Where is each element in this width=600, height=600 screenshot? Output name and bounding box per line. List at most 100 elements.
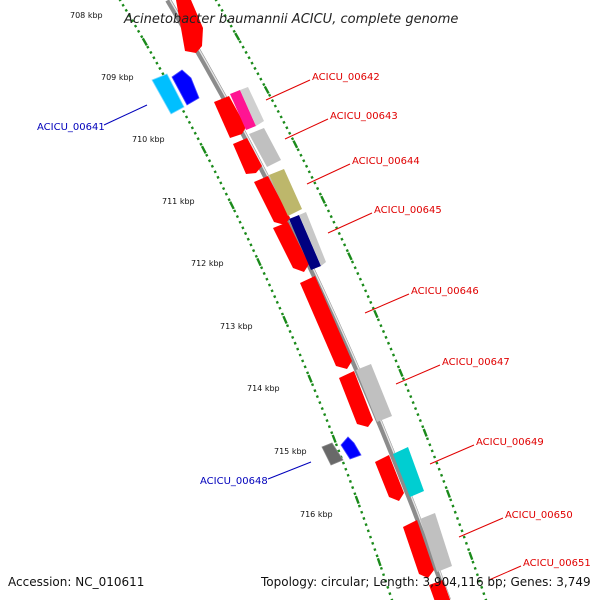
inner-minor-tick [140, 35, 144, 39]
outer-minor-tick [285, 126, 289, 130]
outer-major-tick [373, 309, 379, 319]
inner-minor-tick [341, 461, 346, 465]
gene-label-ACICU_00646[interactable]: ACICU_00646 [411, 286, 479, 297]
outer-minor-tick [316, 186, 320, 191]
inner-minor-tick [270, 289, 274, 293]
gene-block-ACICU_00642[interactable] [214, 87, 264, 138]
outer-minor-tick [276, 109, 280, 114]
kbp-label-716: 716 kbp [300, 510, 333, 519]
outer-minor-tick [369, 300, 373, 304]
outer-minor-tick [262, 82, 266, 87]
map-layer: 708 kbp 709 kbp 710 kbp 711 kbp 712 kbp … [70, 0, 488, 600]
gene-label-ACICU_00649[interactable]: ACICU_00649 [476, 437, 544, 448]
callout-lines [103, 79, 522, 581]
gene-label-ACICU_00645[interactable]: ACICU_00645 [374, 205, 442, 216]
gene-label-ACICU_00642[interactable]: ACICU_00642 [312, 72, 380, 83]
gene-block-ACICU_00644[interactable] [254, 169, 302, 225]
outer-minor-tick [444, 485, 448, 490]
callout-ACICU_00641 [103, 104, 148, 126]
inner-minor-tick [187, 120, 192, 124]
outer-minor-tick [389, 347, 393, 351]
feature-blue [171, 69, 200, 106]
gene-label-ACICU_00648[interactable]: ACICU_00648 [200, 476, 268, 487]
inner-minor-tick [210, 164, 214, 168]
inner-minor-tick [313, 389, 317, 393]
feature-red [339, 371, 373, 427]
inner-minor-tick [386, 585, 390, 589]
outer-major-tick [234, 32, 241, 41]
inner-minor-tick [330, 431, 334, 435]
gene-label-ACICU_00641[interactable]: ACICU_00641 [37, 122, 105, 133]
outer-major-tick [292, 140, 299, 149]
outer-minor-tick [478, 579, 482, 583]
outer-minor-tick [396, 365, 401, 369]
gene-label-ACICU_00647[interactable]: ACICU_00647 [442, 357, 510, 368]
kbp-label-715: 715 kbp [274, 447, 307, 456]
gene-block-ACICU_00643[interactable] [233, 128, 281, 174]
outer-minor-tick [223, 14, 227, 18]
outer-minor-tick [366, 295, 370, 299]
inner-minor-tick [127, 13, 132, 18]
gene-block-ACICU_00646[interactable] [300, 276, 352, 369]
outer-minor-tick [273, 104, 277, 108]
gene-label-ACICU_00644[interactable]: ACICU_00644 [352, 156, 420, 167]
inner-minor-tick [133, 24, 138, 28]
outer-minor-tick [253, 66, 257, 71]
outer-minor-tick [464, 541, 468, 545]
accession-text: Accession: NC_010611 [8, 575, 144, 589]
outer-minor-tick [437, 467, 441, 471]
inner-minor-tick [184, 115, 189, 119]
inner-minor-tick [293, 341, 297, 345]
inner-minor-tick [222, 186, 226, 191]
outer-minor-tick [350, 260, 355, 264]
feature-silver [420, 513, 452, 572]
feature-cyan [151, 73, 185, 115]
outer-minor-tick [250, 61, 254, 65]
inner-minor-tick [182, 109, 186, 114]
outer-minor-tick [379, 324, 383, 328]
inner-minor-tick [346, 473, 350, 477]
inner-minor-tick [152, 56, 156, 60]
outer-minor-tick [418, 419, 422, 423]
feature-khaki [269, 169, 302, 216]
gene-ACICU_00648[interactable] [321, 436, 362, 466]
gene-label-ACICU_00643[interactable]: ACICU_00643 [330, 111, 398, 122]
inner-minor-tick [364, 523, 368, 527]
inner-minor-tick [161, 72, 165, 76]
gene-block-ACICU_00645[interactable] [273, 212, 326, 272]
callout-ACICU_00644 [306, 163, 351, 185]
gene-block-ACICU_00650[interactable] [403, 513, 452, 578]
gene-block-ACICU_00651[interactable] [429, 580, 452, 600]
outer-minor-tick [451, 504, 455, 508]
inner-major-tick [229, 201, 235, 210]
gene-label-ACICU_00651[interactable]: ACICU_00651 [523, 558, 591, 569]
map-title: Acinetobacter baumannii ACICU, complete … [123, 12, 458, 27]
outer-minor-tick [288, 131, 292, 135]
inner-minor-tick [199, 142, 203, 146]
inner-minor-tick [235, 214, 239, 219]
inner-minor-tick [190, 126, 194, 130]
gene-label-ACICU_00650[interactable]: ACICU_00650 [505, 510, 573, 521]
feature-red [300, 276, 352, 369]
outer-minor-tick [318, 192, 322, 196]
feature-red [214, 96, 246, 138]
inner-minor-tick [118, 0, 122, 2]
inner-minor-tick [246, 237, 250, 241]
outer-minor-tick [376, 318, 380, 322]
gene-ACICU_00641[interactable] [151, 69, 200, 115]
inner-minor-tick [337, 449, 341, 453]
feature-red [273, 222, 309, 272]
outer-minor-tick [416, 413, 420, 417]
outer-minor-tick [267, 93, 272, 97]
feature-silver [249, 128, 281, 167]
gene-block-ACICU_00649[interactable] [375, 447, 424, 501]
inner-minor-tick [388, 592, 392, 596]
feature-darkgray [321, 442, 344, 466]
outer-minor-tick [439, 473, 444, 477]
gene-block-ACICU_00647[interactable] [339, 364, 392, 427]
feature-blue [340, 436, 362, 460]
outer-minor-tick [244, 50, 248, 55]
inner-minor-tick [310, 383, 315, 387]
outer-minor-tick [413, 407, 418, 411]
outer-minor-tick [279, 115, 283, 119]
